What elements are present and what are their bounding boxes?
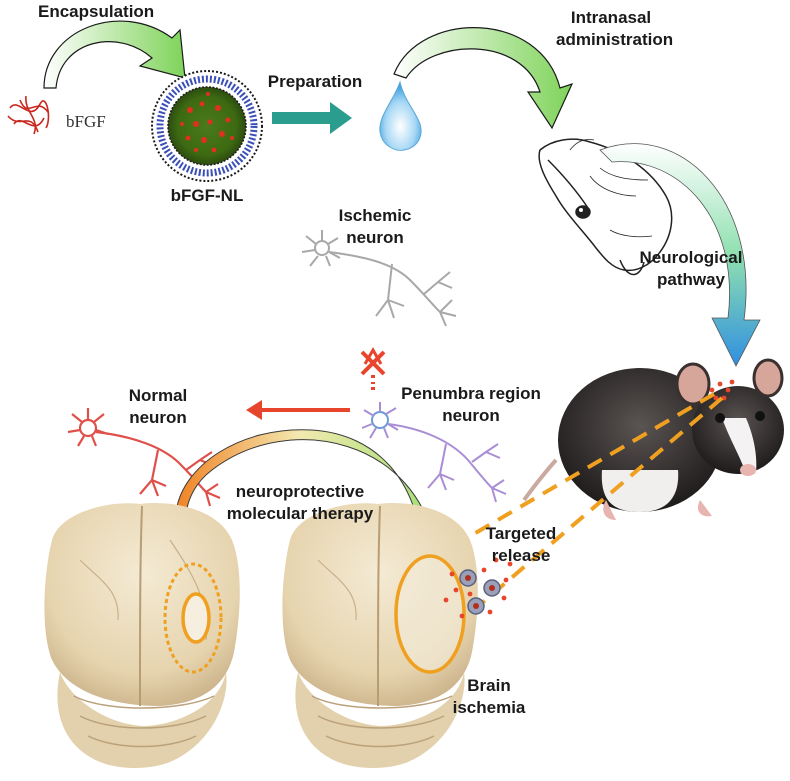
penumbra-label-line2: neuron — [442, 406, 500, 425]
targeted-label-line2: release — [491, 546, 551, 565]
bfgf-label: bFGF — [66, 112, 106, 131]
ischemia-label-line1: Brain — [467, 676, 511, 695]
encapsulation-arrow — [43, 20, 186, 89]
neurological-label-line2: pathway — [656, 270, 726, 289]
release-particles — [443, 557, 513, 619]
neurological-label-line1: Neurological — [639, 248, 743, 267]
ischemic-label-line2: neuron — [346, 228, 404, 247]
bfgf-strands-icon — [7, 95, 50, 135]
treated-brain-icon — [44, 503, 240, 768]
intranasal-arrow — [393, 27, 574, 130]
therapy-label-line1: neuroprotective — [235, 482, 365, 501]
water-drop-icon — [379, 80, 422, 151]
preparation-arrow — [272, 102, 352, 134]
projection-lines — [434, 392, 724, 622]
penumbra-label-line1: Penumbra region — [401, 384, 541, 403]
bfgf-nl-label: bFGF-NL — [170, 186, 244, 205]
ischemia-label-line2: ischemia — [452, 698, 526, 717]
intranasal-label-line1: Intranasal — [570, 8, 652, 27]
targeted-label-line1: Targeted — [485, 524, 557, 543]
penumbra-neuron-icon — [361, 402, 507, 503]
blocked-x-icon — [360, 346, 386, 390]
ischemic-brain-icon — [282, 503, 513, 768]
encapsulation-label: Encapsulation — [38, 2, 155, 21]
nanoliposome-icon — [151, 70, 263, 182]
rat-photo-icon — [522, 358, 784, 520]
normal-label-line2: neuron — [129, 408, 187, 427]
normal-label-line1: Normal — [128, 386, 188, 405]
preparation-label: Preparation — [267, 72, 363, 91]
ischemic-label-line1: Ischemic — [338, 206, 412, 225]
recovery-arrow — [246, 400, 350, 420]
intranasal-label-line2: administration — [556, 30, 674, 49]
therapy-label-line2: molecular therapy — [226, 504, 374, 523]
rat-head-sketch-icon — [538, 138, 673, 276]
neurological-pathway-arrow — [599, 143, 761, 367]
ischemic-neuron-icon — [301, 230, 457, 327]
